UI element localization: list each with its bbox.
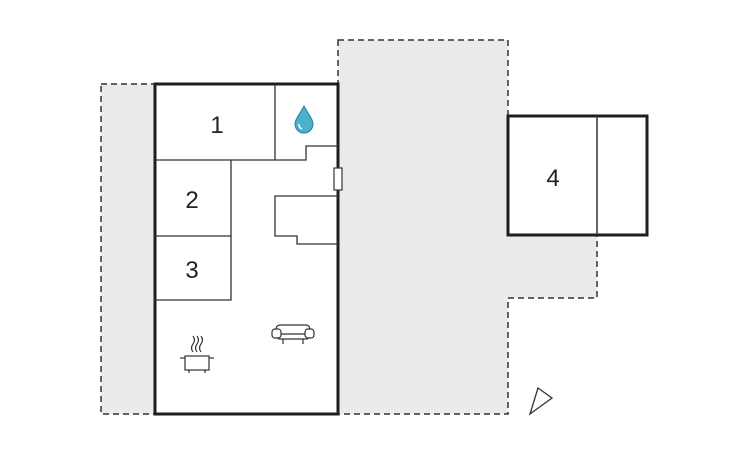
room-label-2: 2 (185, 187, 198, 214)
room-label-1: 1 (210, 112, 223, 139)
left-terrace (100, 83, 156, 415)
interior-walls (155, 84, 338, 301)
stove-pot-icon (180, 335, 214, 373)
room-label-4: 4 (546, 165, 559, 192)
water-drop-highlight (298, 123, 303, 130)
window (333, 167, 343, 191)
main-house-outline (153, 82, 340, 416)
annex-building (506, 114, 649, 237)
room-label-3: 3 (185, 257, 198, 284)
sofa-icon (271, 324, 315, 344)
north-arrow-icon (528, 386, 554, 416)
